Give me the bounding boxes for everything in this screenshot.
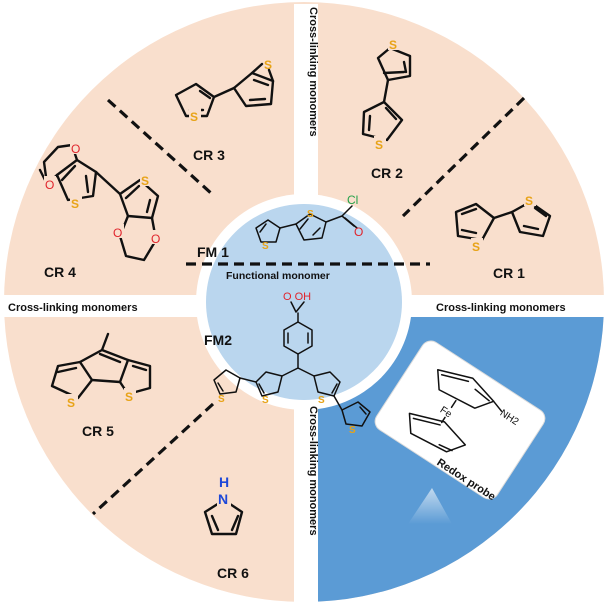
fm2-carboxyl: O OH <box>283 291 311 303</box>
cr6-hydrogen: H <box>219 474 229 490</box>
cr6-molecule: N H <box>203 474 244 536</box>
crosslink-right-label: Cross-linking monomers <box>436 302 566 314</box>
fm1-sulfur-b: S <box>307 209 314 220</box>
cr4-molecule: O O S S O O <box>38 140 162 262</box>
crosslink-bottom-label: Cross-linking monomers <box>307 406 319 536</box>
cr4-oxygen-a: O <box>45 178 54 192</box>
cr2-molecule: S S <box>361 36 412 152</box>
fm1-molecule: S S Cl O <box>255 193 363 252</box>
dashed-dividers <box>91 96 526 516</box>
cr1-molecule: S S <box>454 192 552 254</box>
fm2-sulfur-b: S <box>218 394 225 405</box>
cr4-label: CR 4 <box>44 264 76 280</box>
crosslink-top-label: Cross-linking monomers <box>307 7 319 137</box>
cr4-sulfur-a: S <box>71 197 79 211</box>
cr6-nitrogen: N <box>218 491 228 507</box>
cr2-sulfur-a: S <box>389 38 397 52</box>
cr4-oxygen-d: O <box>151 232 160 246</box>
cr4-oxygen-c: O <box>113 226 122 240</box>
fm2-sulfur-a: S <box>262 395 269 406</box>
fm1-oxygen: O <box>354 225 363 239</box>
cr5-molecule: S S <box>50 332 152 410</box>
cr5-label: CR 5 <box>82 423 114 439</box>
cr5-sulfur-a: S <box>67 396 75 410</box>
fm2-sulfur-c: S <box>318 395 325 406</box>
cr3-label: CR 3 <box>193 147 225 163</box>
fm2-sulfur-d: S <box>349 425 356 436</box>
fm1-chlorine: Cl <box>347 193 358 207</box>
cr1-sulfur-b: S <box>525 194 533 208</box>
crosslink-left-label: Cross-linking monomers <box>8 302 138 314</box>
functional-monomer-label: Functional monomer <box>226 270 330 282</box>
cr3-molecule: S S <box>174 56 275 124</box>
cr5-sulfur-b: S <box>125 390 133 404</box>
cr3-sulfur-b: S <box>264 58 272 72</box>
cr2-label: CR 2 <box>371 165 403 181</box>
fm2-label: FM2 <box>204 332 232 348</box>
cr3-sulfur-a: S <box>190 110 198 124</box>
cr6-label: CR 6 <box>217 565 249 581</box>
cr4-oxygen-b: O <box>71 142 80 156</box>
fm1-sulfur-a: S <box>262 241 269 252</box>
cr1-sulfur-a: S <box>472 240 480 254</box>
cr4-sulfur-b: S <box>141 174 149 188</box>
fm2-molecule: O OH S S S S <box>213 291 371 436</box>
fm1-label: FM 1 <box>197 244 229 260</box>
cr2-sulfur-b: S <box>375 138 383 152</box>
cr1-label: CR 1 <box>493 265 525 281</box>
